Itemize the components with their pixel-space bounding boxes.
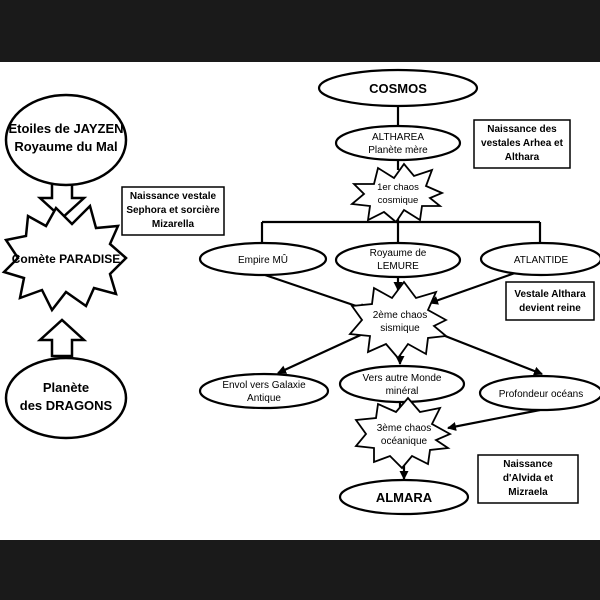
almara-node: ALMARA xyxy=(338,478,470,516)
note-sephora-line1: Naissance vestale xyxy=(130,191,217,202)
chaos1-label-line1: 1er chaos xyxy=(377,182,419,193)
chaos2-label-line2: sismique xyxy=(380,323,420,334)
empire-mu-label: Empire MÛ xyxy=(238,253,288,266)
paradise-label: Comète PARADISE xyxy=(12,252,120,266)
oceans-to-chaos3-arrow xyxy=(447,408,541,431)
note-alvida-line2: d'Alvida et xyxy=(503,473,554,484)
monde-label-line1: Vers autre Monde xyxy=(363,373,442,384)
altharea-label-line2: Planète mère xyxy=(368,145,428,156)
atlantide-node: ATLANTIDE xyxy=(479,241,600,277)
almara-label: ALMARA xyxy=(376,490,433,505)
cosmos-label: COSMOS xyxy=(369,81,427,96)
note-arhea-line1: Naissance des xyxy=(487,124,557,135)
altharea-label-line1: ALTHAREA xyxy=(372,132,424,143)
note-reine-line1: Vestale Althara xyxy=(514,289,586,300)
cosmos-node: COSMOS xyxy=(317,68,479,108)
oceans-label: Profondeur océans xyxy=(499,389,584,400)
bottom-letterbox-bar xyxy=(0,540,600,600)
note-alvida: Naissance d'Alvida et Mizraela xyxy=(477,454,579,504)
empire-mu-to-chaos2-arrow xyxy=(264,273,369,312)
galaxie-label-line2: Antique xyxy=(247,393,281,404)
jayzen-label-line1: Etoiles de JAYZEN xyxy=(8,121,123,136)
chaos3-label-line2: océanique xyxy=(381,436,428,447)
lemure-node: Royaume de LEMURE xyxy=(334,241,462,279)
monde-label-line2: minéral xyxy=(386,386,419,397)
galaxie-label-line1: Envol vers Galaxie xyxy=(222,380,306,391)
note-alvida-line1: Naissance xyxy=(503,459,553,470)
note-reine: Vestale Althara devient reine xyxy=(505,281,595,321)
chaos2-to-oceans-arrow xyxy=(434,330,543,376)
chaos1-label-line2: cosmique xyxy=(378,195,419,206)
dragons-label-line1: Planète xyxy=(43,380,89,395)
chaos2-label-line1: 2ème chaos xyxy=(373,310,427,321)
jayzen-label-line2: Royaume du Mal xyxy=(14,139,117,154)
galaxie-node: Envol vers Galaxie Antique xyxy=(198,372,330,410)
note-arhea: Naissance des vestales Arhea et Althara xyxy=(473,119,571,169)
chaos2-node: 2ème chaos sismique xyxy=(348,280,449,360)
chaos1-node: 1er chaos cosmique xyxy=(349,162,445,224)
dragons-label-line2: des DRAGONS xyxy=(20,398,113,413)
altharea-node: ALTHAREA Planète mère xyxy=(334,124,462,162)
hollow-arrow-up xyxy=(36,318,88,358)
atlantide-to-chaos2-arrow xyxy=(429,271,516,305)
lemure-label-line2: LEMURE xyxy=(377,261,419,272)
note-sephora-line3: Mizarella xyxy=(152,219,195,230)
note-alvida-line3: Mizraela xyxy=(508,487,548,498)
monde-node: Vers autre Monde minéral xyxy=(338,364,466,404)
connectors xyxy=(260,106,543,480)
note-sephora-line2: Sephora et sorcière xyxy=(126,205,220,216)
chaos2-to-galaxie-arrow xyxy=(277,332,366,374)
note-arhea-line2: vestales Arhea et xyxy=(481,138,564,149)
lemure-label-line1: Royaume de xyxy=(370,248,427,259)
top-letterbox-bar xyxy=(0,0,600,62)
note-arhea-line3: Althara xyxy=(505,152,540,163)
chaos3-label-line1: 3ème chaos xyxy=(377,423,431,434)
note-sephora: Naissance vestale Sephora et sorcière Mi… xyxy=(121,186,225,236)
jayzen-node: Etoiles de JAYZEN Royaume du Mal xyxy=(4,93,128,187)
oceans-node: Profondeur océans xyxy=(478,374,600,412)
dragons-node: Planète des DRAGONS xyxy=(4,356,128,440)
note-reine-line2: devient reine xyxy=(519,303,581,314)
chaos3-node: 3ème chaos océanique xyxy=(354,396,453,470)
empire-mu-node: Empire MÛ xyxy=(198,241,328,277)
atlantide-label: ATLANTIDE xyxy=(514,255,569,266)
paradise-node: Comète PARADISE xyxy=(1,203,128,313)
